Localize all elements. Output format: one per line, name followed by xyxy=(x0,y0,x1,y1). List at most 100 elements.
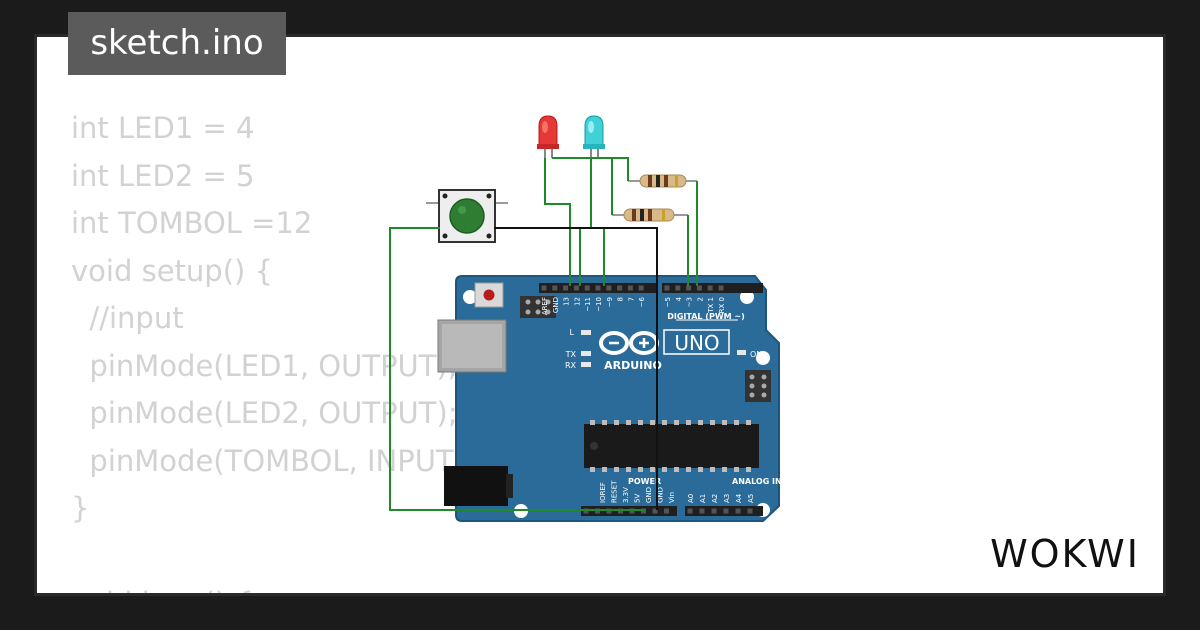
analog-pin-hole[interactable] xyxy=(699,508,705,514)
analog-pin-label: A0 xyxy=(687,494,695,503)
digital-pin-hole[interactable] xyxy=(707,285,713,291)
digital-pin-holes xyxy=(541,285,724,291)
digital-pin-hole[interactable] xyxy=(573,285,579,291)
atmega-chip xyxy=(584,424,759,468)
mount-hole xyxy=(463,290,477,304)
digital-pin-label: 7 xyxy=(627,297,635,301)
chip-leg xyxy=(650,420,655,425)
digital-pin-label: ~11 xyxy=(584,297,592,312)
code-line: int TOMBOL =12 xyxy=(71,206,313,240)
mount-hole xyxy=(756,351,770,365)
mount-hole xyxy=(740,290,754,304)
power-header-label: POWER xyxy=(628,477,661,486)
digital-pin-hole[interactable] xyxy=(563,285,569,291)
wokwi-logo-text: WOKWI xyxy=(990,532,1140,576)
chip-leg xyxy=(650,467,655,472)
chip-leg xyxy=(722,467,727,472)
digital-pin-hole[interactable] xyxy=(675,285,681,291)
chip-leg xyxy=(722,420,727,425)
analog-pin-hole[interactable] xyxy=(723,508,729,514)
digital-pin-label: AREF xyxy=(541,297,549,315)
code-line: void loop() { xyxy=(71,580,475,593)
wire-led-red-gnd[interactable] xyxy=(544,158,571,286)
resistor-2[interactable] xyxy=(612,208,688,222)
power-on-led xyxy=(737,350,746,355)
dc-power-jack xyxy=(444,466,508,506)
chip-leg xyxy=(602,467,607,472)
led-red[interactable] xyxy=(537,115,559,158)
chip-leg xyxy=(746,420,751,425)
chip-leg xyxy=(746,467,751,472)
power-pin-label: 5V xyxy=(634,494,642,503)
wire-led-red-resistor[interactable] xyxy=(552,157,629,181)
pushbutton[interactable] xyxy=(426,189,508,243)
digital-pin-label: TX 1 xyxy=(707,297,715,314)
digital-pin-hole[interactable] xyxy=(718,285,724,291)
analog-pin-label: A1 xyxy=(699,494,707,503)
chip-leg xyxy=(638,467,643,472)
code-line: //input xyxy=(71,301,184,335)
digital-pin-hole[interactable] xyxy=(686,285,692,291)
chip-leg xyxy=(710,467,715,472)
digital-pin-hole[interactable] xyxy=(696,285,702,291)
chip-legs xyxy=(590,420,751,472)
chip-leg xyxy=(638,420,643,425)
wires xyxy=(389,157,698,511)
power-pin-hole[interactable] xyxy=(652,508,658,514)
analog-pin-label: A5 xyxy=(747,494,755,503)
board-model-label: UNO xyxy=(674,331,719,355)
analog-pin-label: A3 xyxy=(723,494,731,503)
l-led xyxy=(581,330,591,335)
digital-pin-label: ~6 xyxy=(638,296,646,307)
code-line: } xyxy=(71,491,90,525)
chip-leg xyxy=(662,467,667,472)
digital-pin-hole[interactable] xyxy=(638,285,644,291)
code-line: void setup() { xyxy=(71,253,273,288)
digital-pin-hole[interactable] xyxy=(617,285,623,291)
usb-connector-inner xyxy=(442,324,502,368)
digital-pin-hole[interactable] xyxy=(606,285,612,291)
chip-leg xyxy=(686,420,691,425)
analog-pin-hole[interactable] xyxy=(687,508,693,514)
analog-pin-hole[interactable] xyxy=(735,508,741,514)
icsp2-header xyxy=(745,370,771,402)
power-pin-label: GND xyxy=(657,487,665,503)
chip-leg xyxy=(602,420,607,425)
digital-pin-label: ~9 xyxy=(606,297,614,307)
power-pin-label: RESET xyxy=(611,480,619,503)
digital-pin-label: GND xyxy=(552,297,560,313)
digital-pin-hole[interactable] xyxy=(541,285,547,291)
chip-leg xyxy=(734,420,739,425)
power-pin-label: 3.3V xyxy=(622,487,630,503)
wire-button-5v[interactable] xyxy=(389,227,645,511)
digital-pin-label: ~10 xyxy=(595,297,603,312)
code-line: pinMode(LED2, OUTPUT); xyxy=(71,396,458,430)
resistor-1[interactable] xyxy=(628,174,697,188)
sketch-filename-tab[interactable]: sketch.ino xyxy=(68,12,286,75)
l-led-label: L xyxy=(570,328,575,337)
wire-led-cyan-gnd[interactable] xyxy=(579,158,592,286)
chip-leg xyxy=(734,467,739,472)
wire-led-cyan-resistor[interactable] xyxy=(598,157,613,215)
digital-pin-hole[interactable] xyxy=(595,285,601,291)
digital-pin-hole[interactable] xyxy=(627,285,633,291)
chip-leg xyxy=(698,420,703,425)
digital-pin-label: ~5 xyxy=(664,297,672,307)
digital-pin-label: 8 xyxy=(617,297,625,301)
wire-button-gnd[interactable] xyxy=(494,227,658,510)
power-pin-hole[interactable] xyxy=(664,508,669,514)
analog-pin-hole[interactable] xyxy=(711,508,717,514)
analog-pin-hole[interactable] xyxy=(747,508,753,514)
icsp-header xyxy=(520,296,556,318)
digital-pin-label: 4 xyxy=(675,296,683,301)
digital-pin-label: ~3 xyxy=(686,297,694,307)
dc-power-jack-tip xyxy=(506,474,513,498)
digital-pin-hole[interactable] xyxy=(664,285,670,291)
digital-pin-hole[interactable] xyxy=(552,285,558,291)
digital-pin-label: 13 xyxy=(563,297,571,306)
led-cyan[interactable] xyxy=(583,115,605,158)
chip-leg xyxy=(674,467,679,472)
digital-pin-hole[interactable] xyxy=(584,285,590,291)
